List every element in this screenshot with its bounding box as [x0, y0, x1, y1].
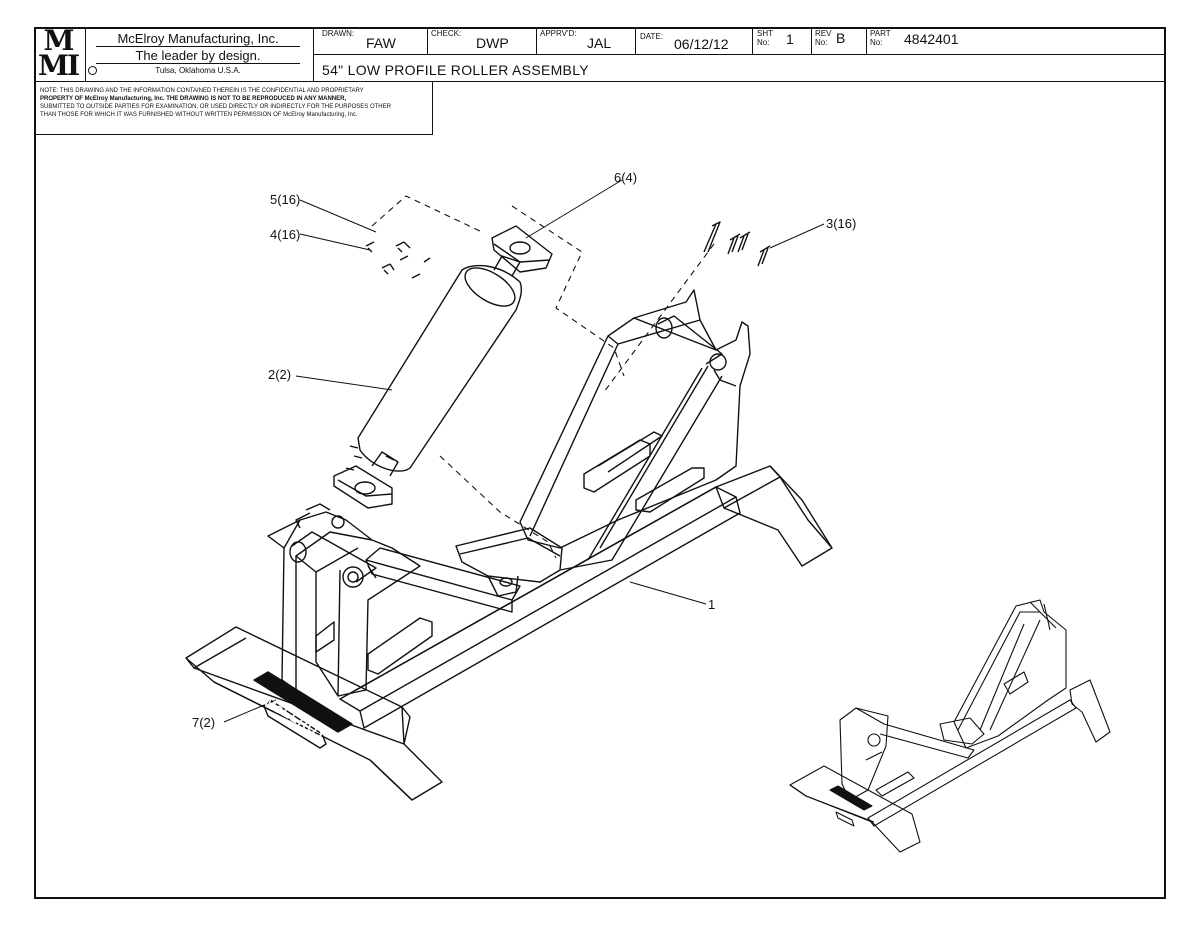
- mmi-logo: M MI: [36, 24, 80, 82]
- date-value: 06/12/12: [674, 36, 729, 52]
- sht-no-label: No:: [757, 38, 770, 47]
- iso-view: [789, 599, 1111, 853]
- rev-no-label: No:: [815, 38, 828, 47]
- callout-2: 2(2): [268, 367, 292, 382]
- callout-6: 6(4): [614, 170, 638, 185]
- drawn-label: DRAWN:: [322, 29, 355, 38]
- leader-lines: [223, 179, 825, 723]
- sht-label: SHT: [757, 29, 773, 38]
- note-line-3: SUBMITTED TO OUTSIDE PARTIES FOR EXAMINA…: [40, 104, 391, 110]
- apprvd-value: JAL: [587, 35, 612, 51]
- assembly-lines: [371, 195, 715, 559]
- company-divider-2: [96, 63, 300, 64]
- callout-1: 1: [708, 597, 716, 612]
- company-location: Tulsa, Oklahoma U.S.A.: [155, 66, 241, 75]
- check-label: CHECK:: [431, 29, 462, 38]
- callout-7: 7(2): [192, 715, 216, 730]
- part-no-label: No:: [870, 38, 883, 47]
- sht-value: 1: [786, 31, 794, 47]
- left-upright: [267, 503, 433, 697]
- roller: [333, 225, 553, 509]
- logo-bottom-text: MI: [37, 49, 80, 82]
- date-label: DATE:: [640, 32, 663, 41]
- note-cell: [34, 81, 433, 135]
- note-line-1: NOTE: THIS DRAWING AND THE INFORMATION C…: [40, 88, 364, 94]
- logo-top-text: M: [43, 24, 75, 57]
- apprvd-label: APPRV'D:: [540, 29, 577, 38]
- company-name: McElroy Manufacturing, Inc.: [117, 31, 279, 46]
- registered-icon: [88, 66, 97, 75]
- part-label: PART: [870, 29, 891, 38]
- note-line-4: THAN THOSE FOR WHICH IT WAS FURNISHED WI…: [40, 112, 358, 118]
- drawn-value: FAW: [366, 35, 396, 51]
- callout-4: 4(16): [270, 227, 301, 242]
- confidential-note: NOTE: THIS DRAWING AND THE INFORMATION C…: [40, 87, 430, 119]
- callout-5: 5(16): [270, 192, 301, 207]
- check-value: DWP: [476, 35, 509, 51]
- title-cell: [313, 54, 1166, 82]
- note-line-2: PROPERTY OF McElroy Manufacturing, Inc. …: [40, 96, 347, 102]
- company-divider: [96, 46, 300, 47]
- hardware-bolts: [365, 221, 771, 279]
- part-value: 4842401: [904, 31, 959, 47]
- drawing-title: 54" LOW PROFILE ROLLER ASSEMBLY: [322, 62, 589, 78]
- nameplate: [253, 671, 353, 749]
- drawing-border: [34, 27, 1166, 899]
- cradle-arm: [365, 527, 563, 613]
- rev-label: REV: [815, 29, 832, 38]
- callout-3: 3(16): [826, 216, 857, 231]
- company-tagline: The leader by design.: [135, 48, 261, 63]
- right-upright: [519, 289, 751, 571]
- rev-value: B: [836, 30, 846, 46]
